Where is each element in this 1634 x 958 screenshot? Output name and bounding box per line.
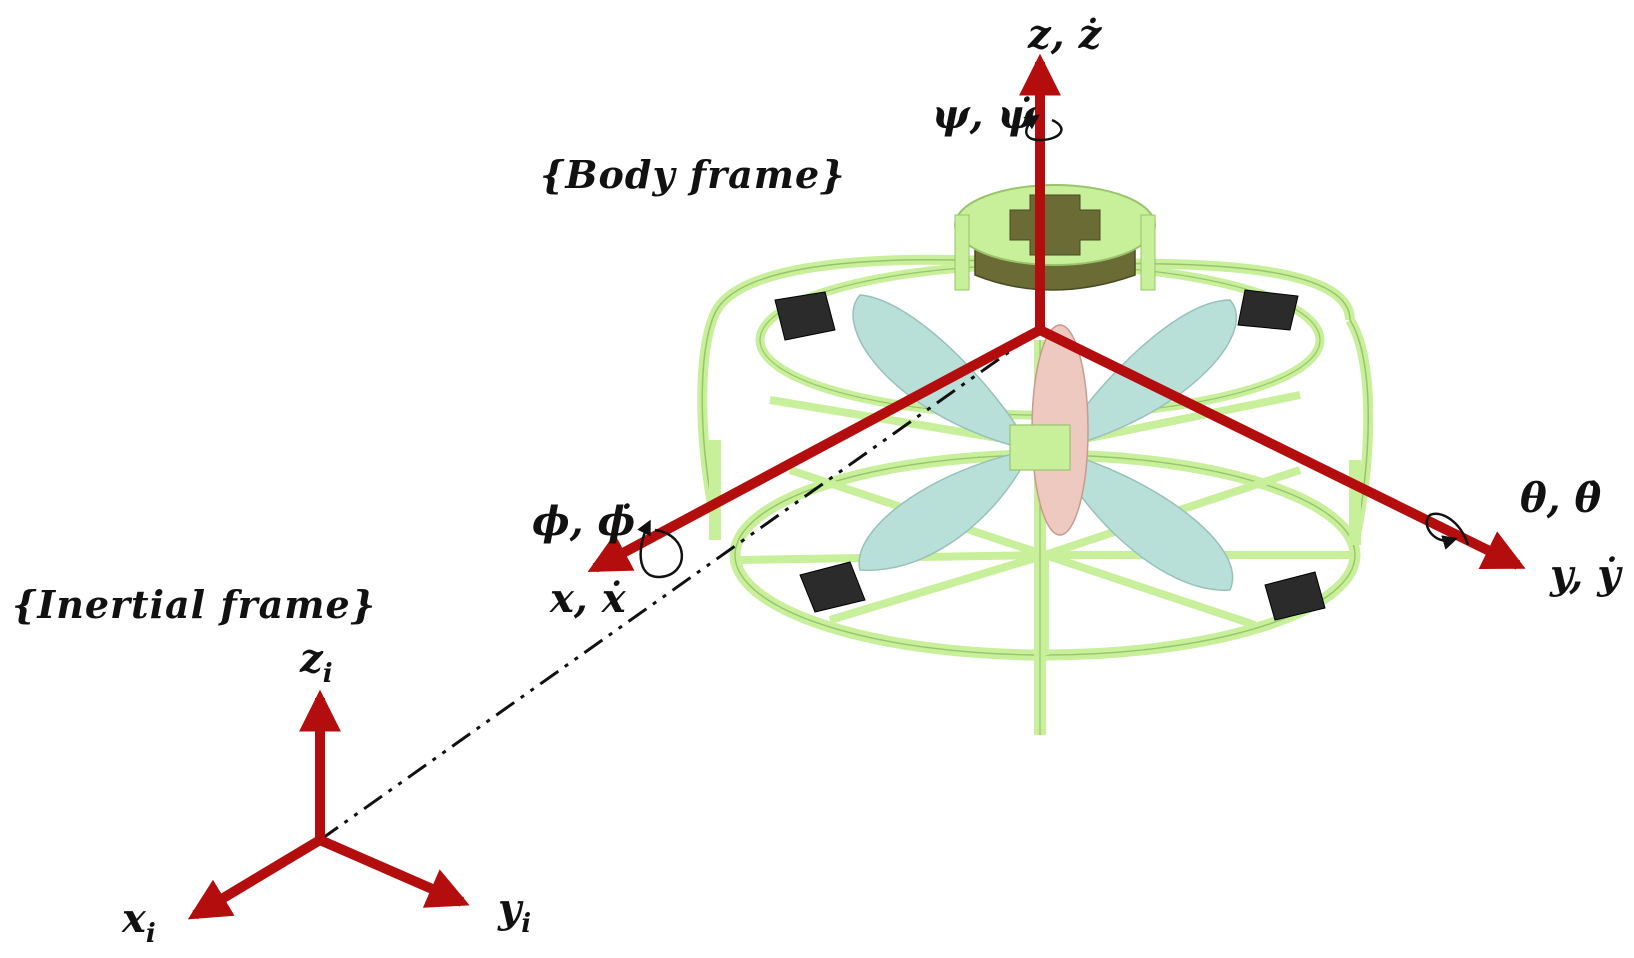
- motor-mount: [954, 184, 1156, 291]
- sensor-pads: [774, 289, 1326, 621]
- hub: [1009, 424, 1071, 471]
- body-y-axis: [1037, 325, 1526, 570]
- yaw-rotation-arrow: [1023, 114, 1063, 142]
- roll-label: ϕ, ϕ̇: [532, 498, 635, 545]
- roll-rotation-arrow: [637, 519, 684, 579]
- body-x-label: x, ẋ: [549, 575, 627, 622]
- propeller-blades: [852, 294, 1237, 591]
- rotation-indicators: [637, 114, 1470, 579]
- inertial-x-label: xi: [121, 895, 156, 949]
- vehicle-illustration: [697, 184, 1374, 735]
- pitch-rotation-arrow: [1425, 512, 1470, 550]
- inertial-x-axis: [187, 835, 323, 920]
- body-z-label: z, ż: [1027, 11, 1103, 58]
- position-vector-dashed-line: [319, 328, 1041, 842]
- yaw-label: ψ, ψ̇: [932, 91, 1037, 138]
- inertial-z-label: zi: [299, 635, 333, 689]
- body-frame-label: {Body frame}: [540, 152, 846, 197]
- inertial-y-label: yi: [497, 885, 531, 939]
- body-x-axis: [587, 325, 1043, 573]
- inertial-y-axis: [317, 835, 470, 908]
- inertial-frame-axes: [187, 689, 470, 920]
- body-y-label: y, ẏ: [1549, 551, 1623, 598]
- pitch-label: θ, θ̇: [1520, 475, 1602, 522]
- inertial-frame-label: {Inertial frame}: [12, 582, 376, 627]
- body-frame-axes: [587, 53, 1526, 573]
